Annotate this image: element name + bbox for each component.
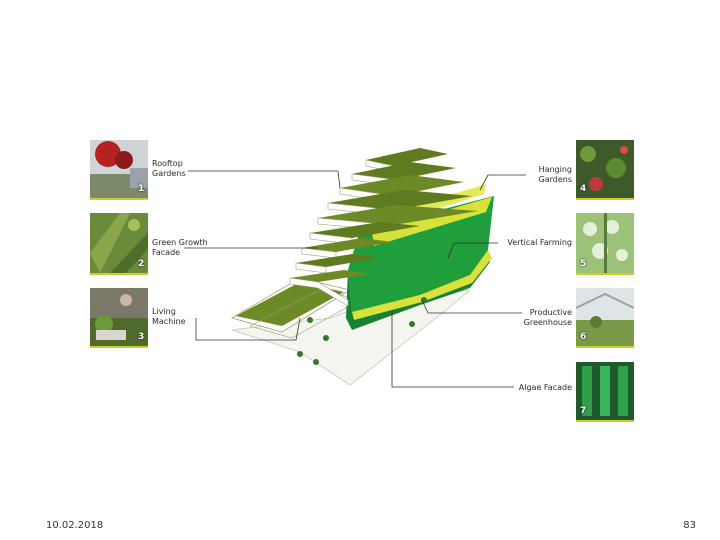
label-rooftop-gardens: Rooftop Gardens <box>152 159 186 178</box>
label-algae-facade: Algae Facade <box>518 383 572 392</box>
photo-number: 2 <box>138 259 145 269</box>
photo-vertical-farming: 5 <box>576 213 634 275</box>
photo-hanging-gardens: 4 <box>576 140 634 200</box>
label-vertical-farming: Vertical Farming <box>507 238 572 247</box>
terrace-stack <box>289 148 478 307</box>
slide-date: 10.02.2018 <box>46 520 104 531</box>
photo-number: 7 <box>580 406 587 416</box>
photo-rooftop-gardens: 1 <box>90 140 148 200</box>
label-green-growth-facade: Green Growth Facade <box>152 238 208 257</box>
photo-number: 3 <box>138 332 145 342</box>
label-living-machine: Living Machine <box>152 307 186 326</box>
leader-lines <box>184 170 526 388</box>
photo-algae-facade: 7 <box>576 362 634 422</box>
slide-page-number: 83 <box>683 520 696 531</box>
photo-number: 1 <box>138 184 145 194</box>
label-productive-greenhouse: Productive Greenhouse <box>523 308 572 327</box>
photo-living-machine: 3 <box>90 288 148 348</box>
photo-productive-greenhouse: 6 <box>576 288 634 348</box>
lower-terrace-1-top <box>236 282 344 326</box>
photo-number: 5 <box>580 259 587 269</box>
photo-number: 4 <box>580 184 587 194</box>
yellow-band <box>352 250 492 320</box>
photo-green-growth-facade: 2 <box>90 213 148 275</box>
label-hanging-gardens: Hanging Gardens <box>538 165 573 184</box>
yellow-panels <box>372 197 492 246</box>
photo-number: 6 <box>580 332 587 342</box>
